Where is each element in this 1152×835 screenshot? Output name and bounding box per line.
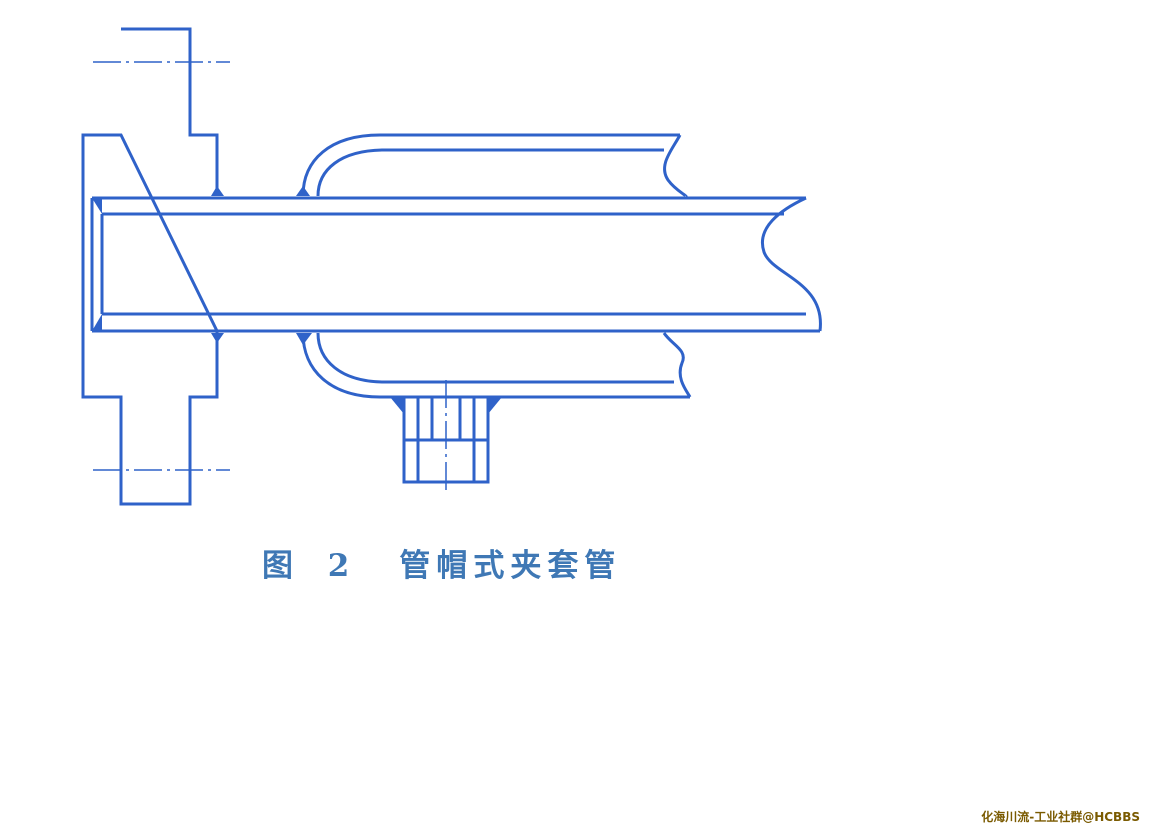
figure-number: 图 2 <box>262 547 362 584</box>
flange-outline <box>81 27 219 506</box>
weld-nozzle-left <box>390 397 404 414</box>
inner-pipe-break-line <box>761 196 822 332</box>
weld-flange-top <box>211 186 224 196</box>
jacket-top-break <box>663 134 688 199</box>
weld-flange-bottom <box>211 333 224 343</box>
jacket-bottom-break <box>662 332 692 398</box>
figure-caption: 图 2 管帽式夹套管 <box>262 540 621 584</box>
weld-jacket-top <box>296 186 310 196</box>
jacket-bottom-outer <box>301 332 690 399</box>
figure-title: 管帽式夹套管 <box>399 547 622 584</box>
weld-pipe-end-top <box>92 198 102 214</box>
jacket-top-inner <box>316 148 664 197</box>
jacket-bottom-inner <box>316 332 674 384</box>
jacket-top-outer <box>301 133 680 197</box>
weld-nozzle-right <box>488 397 502 414</box>
weld-pipe-end-bottom <box>92 314 102 331</box>
weld-jacket-bottom <box>296 333 312 345</box>
watermark: 化海川流-工业社群@HCBBS <box>981 810 1140 824</box>
